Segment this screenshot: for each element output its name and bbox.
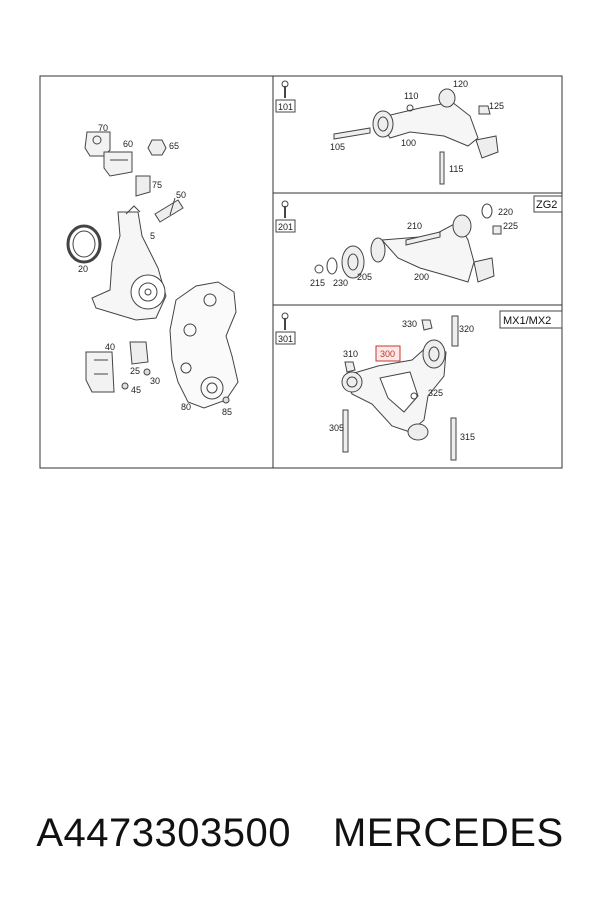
nut-65 bbox=[147, 139, 167, 156]
bolt-115 bbox=[439, 151, 445, 185]
label-300: 300 bbox=[380, 349, 395, 359]
clip-75 bbox=[135, 175, 151, 197]
label-325: 325 bbox=[428, 388, 443, 398]
screw-85 bbox=[222, 396, 230, 404]
washer-230 bbox=[326, 257, 338, 275]
highlight-box-300 bbox=[375, 345, 401, 362]
label-310: 310 bbox=[343, 349, 358, 359]
label-70: 70 bbox=[98, 123, 108, 133]
nut-325 bbox=[410, 392, 418, 400]
ref-101-label: 101 bbox=[278, 102, 293, 112]
label-305: 305 bbox=[329, 423, 344, 433]
tag-box-zg2 bbox=[533, 195, 563, 213]
label-40: 40 bbox=[105, 342, 115, 352]
washer-215 bbox=[314, 264, 324, 274]
tag-mx: MX1/MX2 bbox=[503, 315, 551, 327]
label-60: 60 bbox=[123, 139, 133, 149]
bracket-40 bbox=[85, 351, 115, 393]
label-50: 50 bbox=[176, 190, 186, 200]
tag-box-mx bbox=[499, 310, 563, 329]
label-230: 230 bbox=[333, 278, 348, 288]
label-225: 225 bbox=[503, 221, 518, 231]
bolt-305 bbox=[342, 409, 349, 453]
nut-225 bbox=[492, 225, 502, 235]
panel-101-labels: 101 120 110 125 105 100 115 bbox=[278, 79, 504, 174]
label-315: 315 bbox=[460, 432, 475, 442]
label-30: 30 bbox=[150, 376, 160, 386]
label-25: 25 bbox=[130, 366, 140, 376]
ref-box-201 bbox=[275, 219, 296, 233]
nut-330 bbox=[421, 319, 433, 331]
label-120: 120 bbox=[453, 79, 468, 89]
nut-125 bbox=[478, 105, 491, 115]
label-210: 210 bbox=[407, 221, 422, 231]
label-45: 45 bbox=[131, 385, 141, 395]
label-115: 115 bbox=[449, 164, 463, 174]
part-number: A4473303500 bbox=[36, 810, 291, 855]
ref-box-301 bbox=[275, 331, 296, 345]
shield-80 bbox=[169, 281, 239, 409]
screw-45 bbox=[121, 382, 129, 390]
joint-120 bbox=[438, 88, 456, 108]
label-320: 320 bbox=[459, 324, 474, 334]
panel-201-labels: 201 ZG2 210 220 225 215 230 205 200 bbox=[278, 199, 557, 288]
ref-301-label: 301 bbox=[278, 334, 293, 344]
label-100: 100 bbox=[401, 138, 416, 148]
bolt-105 bbox=[333, 127, 371, 140]
panel-201 bbox=[275, 195, 563, 283]
ring-20 bbox=[66, 224, 102, 264]
label-125: 125 bbox=[489, 101, 504, 111]
tag-zg2: ZG2 bbox=[536, 199, 557, 211]
arm-200 bbox=[380, 221, 475, 283]
bolt-320 bbox=[451, 315, 459, 347]
bolt-315 bbox=[450, 417, 457, 461]
label-215: 215 bbox=[310, 278, 325, 288]
label-75: 75 bbox=[152, 180, 162, 190]
bolt-210 bbox=[405, 231, 441, 246]
label-5: 5 bbox=[150, 231, 155, 241]
left-panel-labels: 70 60 65 75 50 5 20 40 25 30 45 80 85 bbox=[78, 123, 232, 417]
label-65: 65 bbox=[169, 141, 179, 151]
parts-diagram: 70 60 65 75 50 5 20 40 25 30 45 80 85 bbox=[39, 75, 563, 469]
label-330: 330 bbox=[402, 319, 417, 329]
washer-220 bbox=[481, 203, 493, 219]
label-85: 85 bbox=[222, 407, 232, 417]
caption: A4473303500 MERCEDES bbox=[0, 798, 600, 868]
screw-30 bbox=[143, 368, 151, 376]
label-200: 200 bbox=[414, 272, 429, 282]
ref-201-label: 201 bbox=[278, 222, 293, 232]
panel-301 bbox=[275, 310, 563, 461]
sensor-50 bbox=[154, 199, 184, 223]
label-105: 105 bbox=[330, 142, 345, 152]
label-220: 220 bbox=[498, 207, 513, 217]
nut-310 bbox=[344, 361, 356, 373]
left-panel bbox=[66, 131, 239, 409]
pad-25 bbox=[129, 341, 149, 365]
label-80: 80 bbox=[181, 402, 191, 412]
bushing-205 bbox=[341, 245, 365, 279]
label-205: 205 bbox=[357, 272, 372, 282]
washer-110 bbox=[406, 104, 414, 112]
bracket-60 bbox=[103, 151, 133, 177]
label-110: 110 bbox=[404, 91, 418, 101]
arm-100 bbox=[377, 101, 479, 147]
diagram-frame bbox=[39, 75, 563, 469]
ref-box-101 bbox=[275, 99, 296, 113]
panel-301-labels: 301 MX1/MX2 330 320 310 300 325 305 315 bbox=[278, 315, 551, 442]
brand-name: MERCEDES bbox=[332, 810, 564, 855]
panel-101 bbox=[275, 80, 499, 185]
label-20: 20 bbox=[78, 264, 88, 274]
